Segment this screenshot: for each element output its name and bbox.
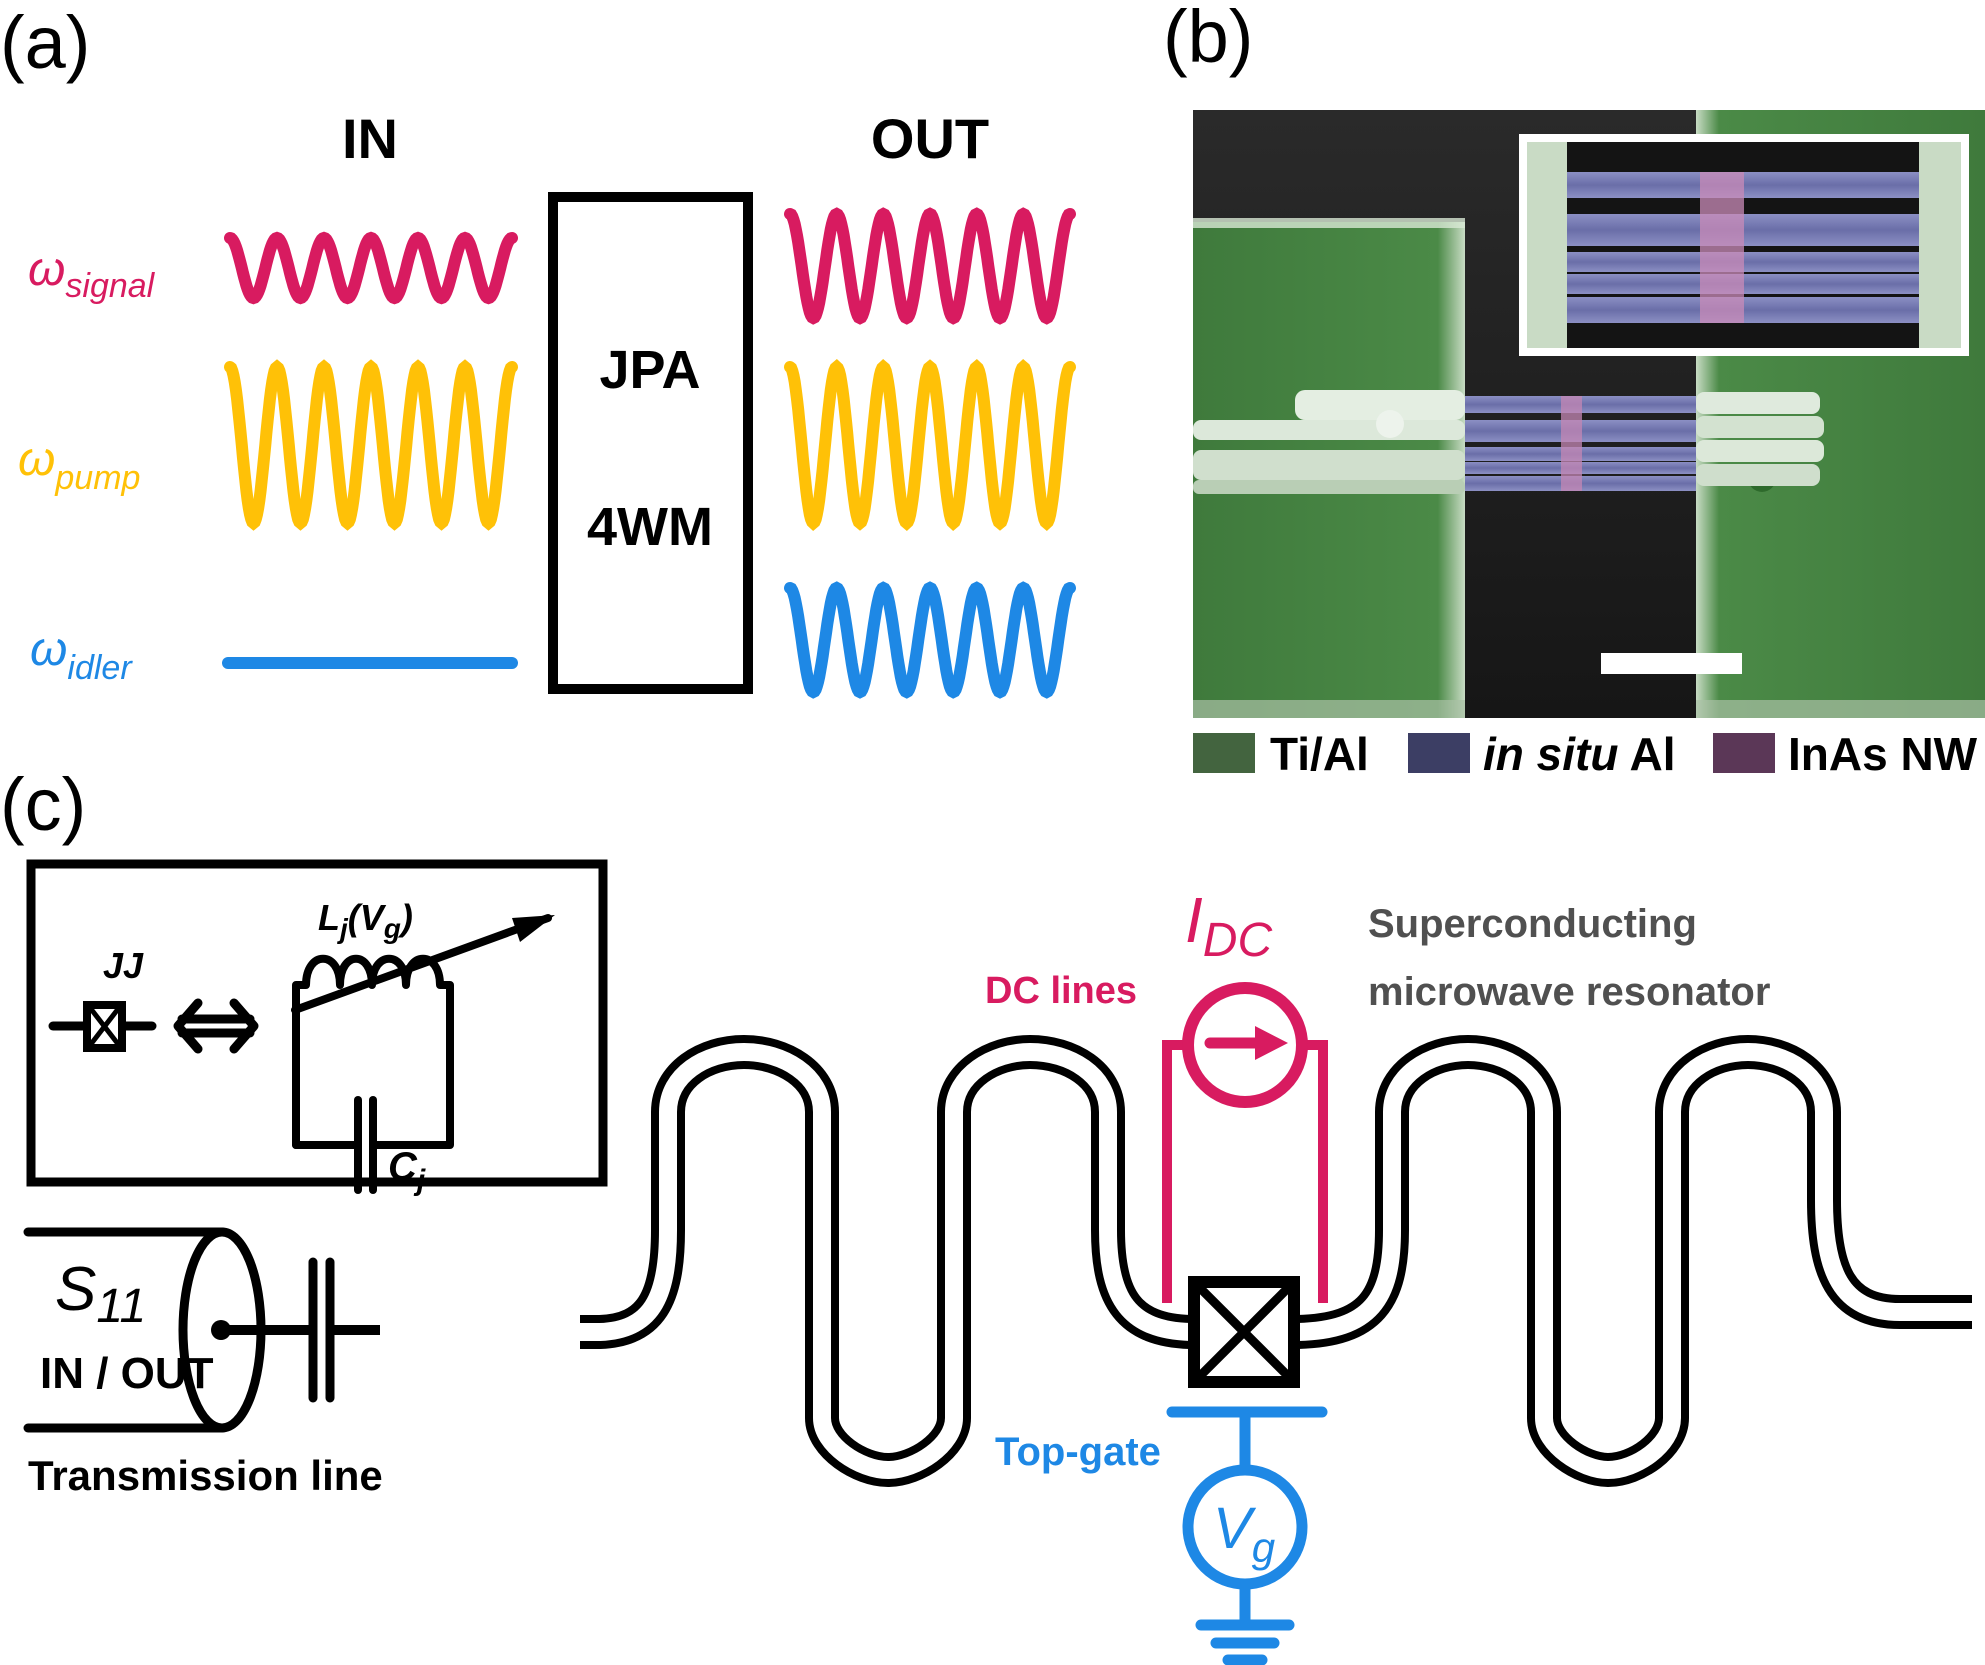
variable-arrow-shaft (291, 914, 552, 1014)
panel-c-label: (c) (0, 763, 86, 846)
microwave-resonator-meander (580, 1035, 1972, 1487)
panel-b-label: (b) (1163, 0, 1253, 78)
inset-left-contact (1527, 142, 1567, 348)
out-header: OUT (871, 107, 989, 170)
current-source-icon (1182, 982, 1308, 1108)
ridge (1696, 416, 1824, 438)
output-pump-wave (784, 359, 1076, 531)
sem-particle (1376, 410, 1404, 438)
equivalence-double-arrow-icon (173, 998, 259, 1054)
4wm-label: 4WM (587, 497, 713, 557)
dc-lines-label: DC lines (985, 970, 1137, 1012)
legend-swatch-ti-al (1193, 733, 1255, 773)
top-gate-label: Top-gate (995, 1430, 1161, 1474)
jj-main-cross (1196, 1284, 1292, 1380)
vg-label: Vg (1213, 1496, 1275, 1571)
sem-legend: Ti/Al in situ Al InAs NW (1193, 728, 1978, 780)
josephson-junction-icon (1188, 1276, 1300, 1388)
sem-inset (1519, 134, 1969, 356)
current-arrow-head (1255, 1026, 1288, 1060)
panel-b: (b) (1163, 0, 1985, 780)
legend-text-ti-al: Ti/Al (1270, 728, 1369, 780)
idc-label: IDC (1185, 884, 1272, 967)
ridge (1696, 392, 1820, 414)
panel-a: (a) IN OUT ωsignal ωpump ωidler JPA 4WM (0, 1, 1076, 699)
omega-pump-label: ωpump (18, 433, 140, 497)
arrow-head (173, 998, 203, 1054)
sem-nanowires (1465, 396, 1696, 491)
sem-right-contact (1696, 392, 1824, 486)
dc-line-right (1300, 1040, 1328, 1303)
ridge (1193, 420, 1465, 440)
output-idler-wave (784, 581, 1076, 699)
in-out-label: IN / OUT (40, 1349, 214, 1398)
arrow-head (229, 998, 259, 1054)
coupling-capacitor-icon (308, 1257, 335, 1403)
sem-left-pad-bottom-edge (1193, 700, 1465, 718)
dc-bias-circuit (1162, 982, 1328, 1303)
output-signal-wave (784, 207, 1076, 325)
jpa-label: JPA (599, 340, 700, 400)
input-pump-wave (224, 359, 518, 531)
resonator-label-line1: Superconducting (1368, 902, 1697, 946)
ridge (1193, 450, 1465, 480)
sem-left-pad-edge (1193, 218, 1465, 228)
inset-junction-segment (1700, 172, 1744, 323)
legend-swatch-in-situ-al (1408, 733, 1470, 773)
jj-cross (89, 1007, 120, 1046)
inset-right-contact (1919, 142, 1961, 348)
input-signal-wave (224, 231, 518, 305)
resonator-gap (580, 1043, 1972, 1479)
jj-equivalent-inset: JJ Lj(Vg) Cj (26, 859, 608, 1197)
ridge (1696, 440, 1824, 462)
legend-text-in-situ-al: in situ Al (1483, 728, 1676, 780)
inset-box (26, 859, 608, 1187)
omega-signal-label: ωsignal (28, 243, 156, 305)
in-header: IN (342, 107, 398, 170)
ridge (1295, 390, 1465, 420)
scale-bar (1601, 653, 1742, 674)
top-gate-circuit (1166, 1406, 1328, 1665)
inductor-label: Lj(Vg) (318, 897, 413, 944)
omega-idler-label: ωidler (30, 623, 133, 687)
ridge (1193, 480, 1465, 494)
dc-line-left (1162, 1040, 1190, 1303)
legend-text-inas-nw: InAs NW (1788, 728, 1978, 780)
panel-c: (c) JJ (0, 763, 1972, 1665)
ridge (1696, 464, 1820, 486)
sem-left-contact (1193, 390, 1465, 494)
resonator-label-line2: microwave resonator (1368, 970, 1770, 1014)
panel-a-label: (a) (0, 1, 90, 84)
jpa-4wm-box (548, 192, 753, 694)
jj-symbol-icon (83, 1001, 126, 1052)
nanowire-junction-segment (1561, 396, 1582, 491)
sem-right-pad-bottom-edge (1696, 700, 1985, 718)
variable-arrow-head (512, 915, 555, 942)
jj-label: JJ (103, 945, 144, 986)
lc-circuit-icon (291, 914, 552, 1194)
s11-label: S11 (55, 1255, 146, 1333)
sem-micrograph (1193, 110, 1985, 718)
capacitor-label: Cj (388, 1145, 426, 1197)
transmission-line-label: Transmission line (28, 1452, 383, 1499)
legend-swatch-inas-nw (1713, 733, 1775, 773)
